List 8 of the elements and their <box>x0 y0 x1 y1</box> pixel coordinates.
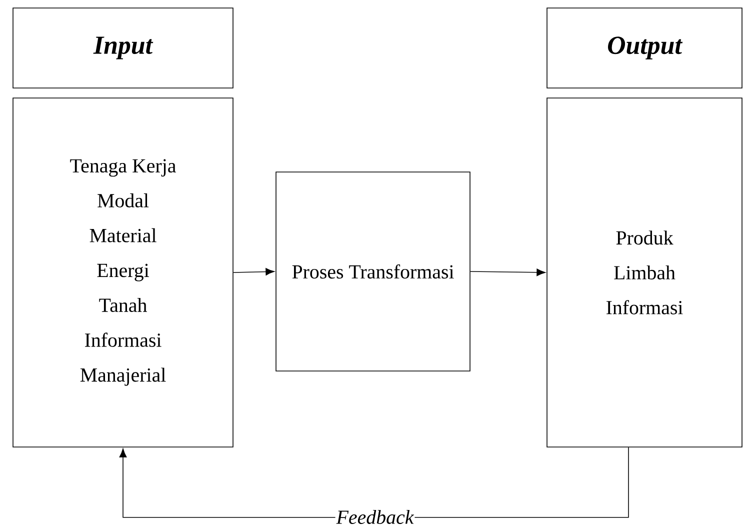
arrow <box>470 268 546 276</box>
list-box: Produk Limbah Informasi <box>546 98 742 448</box>
process-box: Proses Transformasi <box>276 172 470 372</box>
edge-label: Feedback <box>335 508 415 525</box>
header-box: Input <box>12 8 234 88</box>
arrow <box>233 268 274 276</box>
list-box: Tenaga Kerja Modal Material Energi Tanah Informasi Manajerial <box>12 98 234 448</box>
header-box: Output <box>546 8 742 88</box>
